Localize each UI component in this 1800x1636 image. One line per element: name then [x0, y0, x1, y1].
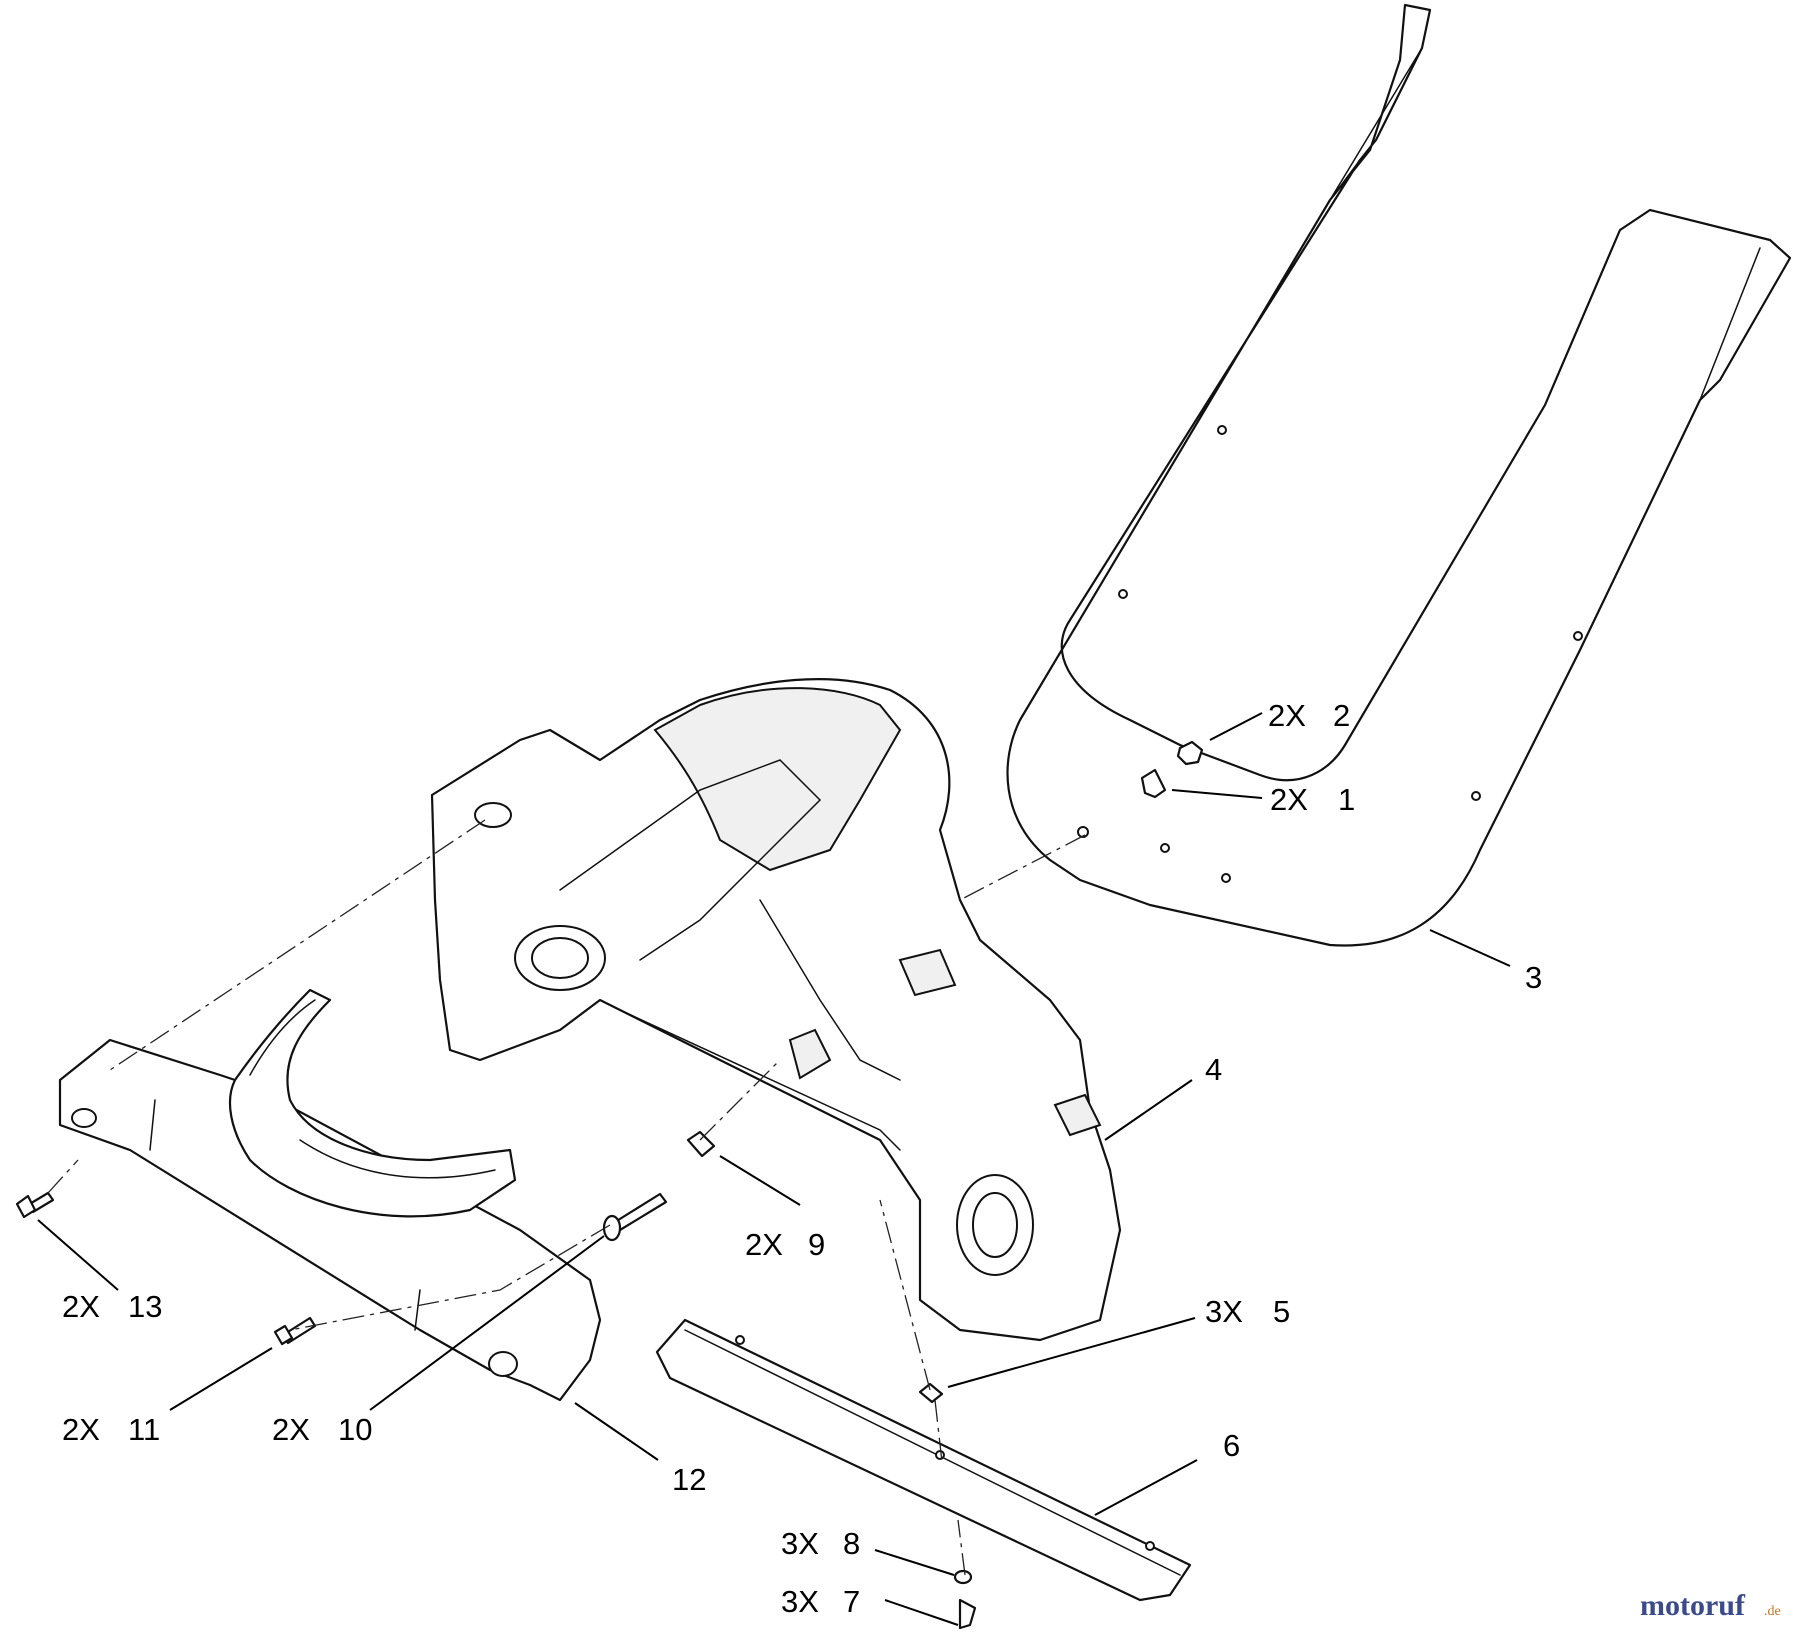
callout-qty-9: 2X [745, 1227, 783, 1262]
callout-num-7: 7 [843, 1584, 860, 1619]
callout-num-12: 12 [672, 1462, 706, 1497]
assembly-axis-lines [47, 819, 1086, 1576]
callout-qty-7: 3X [781, 1584, 819, 1619]
callout-labels: 2X 2 2X 1 3 4 3X 5 6 3X 8 3X 7 2X 9 2X 1… [62, 698, 1542, 1619]
callout-num-8: 8 [843, 1526, 860, 1561]
handle-part-3 [1006, 3, 1792, 947]
callout-num-4: 4 [1205, 1052, 1222, 1087]
callout-num-9: 9 [808, 1227, 825, 1262]
callout-num-11: 11 [128, 1412, 160, 1447]
square-nut-part-5 [918, 1382, 944, 1404]
callout-qty-2: 2X [1268, 698, 1306, 733]
square-nut-part-9 [686, 1130, 716, 1158]
callout-num-6: 6 [1223, 1428, 1240, 1463]
callout-num-5: 5 [1273, 1294, 1290, 1329]
leader-lines [37, 712, 1511, 1626]
callout-qty-5: 3X [1205, 1294, 1243, 1329]
washer-part-8 [953, 1569, 973, 1585]
watermark-tld: .de [1764, 1604, 1781, 1619]
nut-part-2 [1176, 740, 1204, 766]
callout-num-13: 13 [128, 1289, 162, 1324]
callout-num-10: 10 [338, 1412, 372, 1447]
callout-qty-1: 2X [1270, 782, 1308, 817]
callout-qty-13: 2X [62, 1289, 100, 1324]
callout-num-3: 3 [1525, 960, 1542, 995]
callout-qty-10: 2X [272, 1412, 310, 1447]
screw-part-7 [958, 1598, 977, 1630]
hardware-items [15, 740, 1204, 1630]
bracket-part-12 [58, 988, 602, 1402]
callout-num-2: 2 [1333, 698, 1350, 733]
clip-part-1 [1140, 768, 1167, 799]
watermark-logo: motoruf .de [1640, 1589, 1781, 1622]
callout-qty-8: 3X [781, 1526, 819, 1561]
bolt-part-10 [613, 1192, 668, 1232]
watermark-brand: motoruf [1640, 1589, 1746, 1622]
scraper-bar-part-6 [655, 1318, 1192, 1602]
callout-qty-11: 2X [62, 1412, 100, 1447]
callout-num-1: 1 [1338, 782, 1355, 817]
